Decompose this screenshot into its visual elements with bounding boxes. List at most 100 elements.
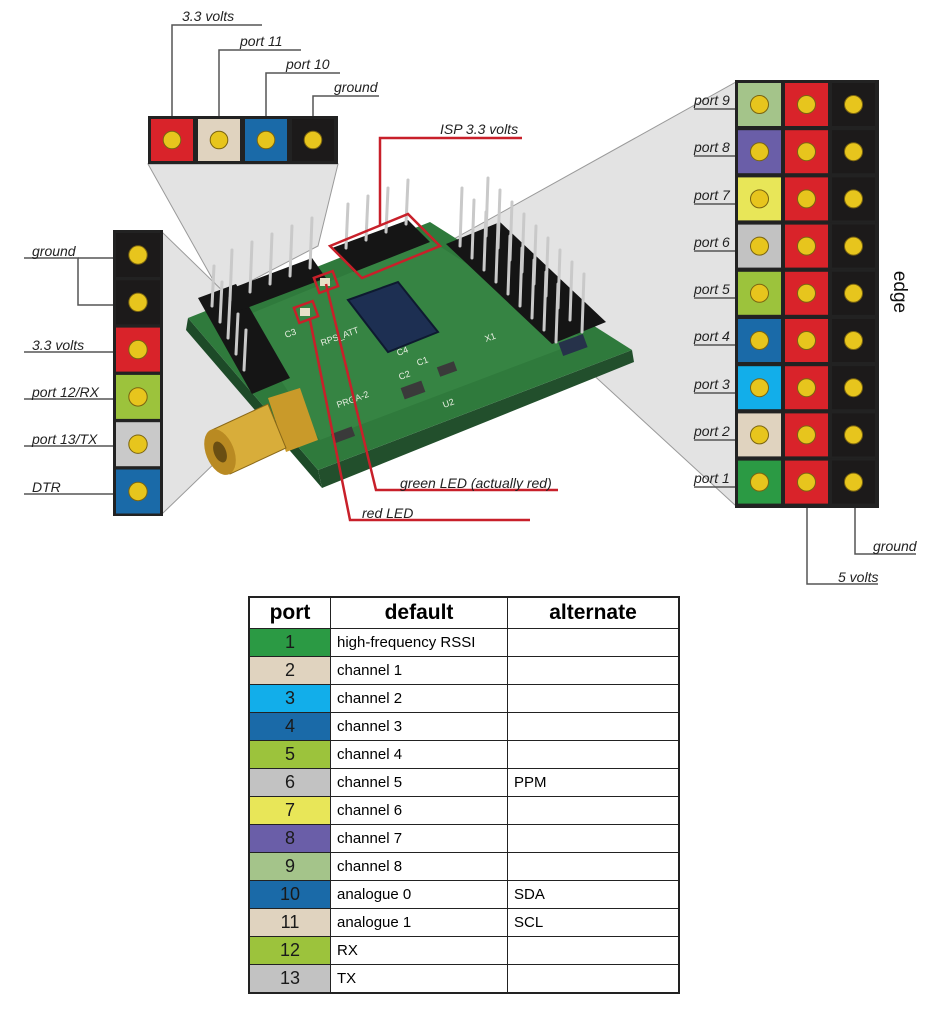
pin-dot	[750, 236, 769, 256]
alternate-function-cell	[507, 712, 680, 741]
port-number-cell: 3	[248, 684, 331, 713]
header-pin	[242, 328, 248, 372]
green-led-component	[320, 278, 330, 286]
pcb-side-front	[318, 350, 634, 488]
right-port-labels: port 9 port 8 port 7 port 6 port 5 port …	[693, 92, 731, 486]
port-number-cell: 6	[248, 768, 331, 797]
header-pin	[484, 176, 490, 238]
header-pin	[268, 232, 274, 286]
pin-dot	[844, 472, 863, 492]
right-port-pin-3	[736, 364, 783, 412]
header-pin	[470, 198, 476, 260]
header-pin	[218, 280, 224, 324]
red-callouts	[292, 136, 558, 522]
top-pin-header	[222, 258, 326, 312]
pin-dot	[128, 292, 148, 312]
isp-pin-header	[332, 220, 430, 272]
right-ground-pin	[830, 81, 877, 128]
default-function-cell: analogue 1	[330, 908, 508, 937]
pin-dot	[256, 130, 276, 150]
alternate-function-cell: PPM	[507, 768, 680, 797]
right-port-pin-7	[736, 175, 783, 223]
alternate-function-cell: SDA	[507, 880, 680, 909]
top-header-leaders	[171, 24, 379, 118]
smd-component	[400, 380, 426, 400]
left-pin-3	[114, 325, 162, 374]
left-label-port13-tx: port 13/TX	[31, 431, 98, 447]
isp-label: ISP 3.3 volts	[440, 121, 518, 137]
header-pin	[520, 212, 526, 274]
pin-dot	[844, 425, 863, 445]
leader-line	[312, 95, 379, 118]
right-port-pin-4	[736, 317, 783, 364]
top-label-3v3: 3.3 volts	[182, 8, 234, 24]
pin-dot	[797, 331, 816, 350]
pin-dot	[750, 142, 769, 162]
silkscreen-label: C1	[415, 355, 429, 368]
right-header-leaders	[694, 108, 916, 585]
silkscreen-label: C2	[397, 369, 411, 382]
pin-dot	[797, 472, 816, 492]
right-5v-pin	[783, 364, 830, 412]
port-number-cell: 1	[248, 628, 331, 657]
pin-dot	[750, 472, 769, 492]
pin-dot	[750, 283, 769, 303]
right-5v-pin	[783, 269, 830, 317]
left-pin-2	[114, 278, 162, 327]
right-5v-pin	[783, 458, 830, 506]
alternate-function-cell	[507, 628, 680, 657]
smd-component	[558, 333, 588, 357]
default-function-cell: channel 5	[330, 768, 508, 797]
alternate-function-cell: SCL	[507, 908, 680, 937]
pin-dot	[797, 189, 816, 209]
right-label-port9: port 9	[693, 92, 730, 108]
pin-dot	[844, 331, 863, 350]
top-pin-3	[243, 117, 289, 163]
antenna-connector	[204, 388, 318, 475]
port-number-cell: 11	[248, 908, 331, 937]
header-pin	[364, 194, 370, 242]
pin-dot	[750, 189, 769, 209]
top-label-port11: port 11	[239, 33, 283, 49]
right-label-port4: port 4	[693, 328, 730, 344]
top-pin-2	[196, 117, 242, 163]
pin-dot	[303, 130, 323, 150]
default-function-cell: channel 7	[330, 824, 508, 853]
pin-dot	[750, 378, 769, 398]
header-pin	[288, 224, 294, 278]
alternate-function-cell	[507, 684, 680, 713]
top-header-zoom	[148, 116, 338, 164]
leader-line	[265, 72, 340, 118]
alternate-function-cell	[507, 936, 680, 965]
right-5v-pin	[783, 81, 830, 128]
right-port-pin-2	[736, 411, 783, 459]
top-label-ground: ground	[334, 79, 379, 95]
alternate-function-cell	[507, 740, 680, 769]
header-pin	[496, 188, 502, 250]
alternate-function-cell	[507, 796, 680, 825]
alternate-function-cell	[507, 852, 680, 881]
default-function-cell: analogue 0	[330, 880, 508, 909]
header-pin	[210, 264, 216, 308]
left-pin-6	[114, 467, 162, 516]
left-pin-4	[114, 372, 162, 421]
pin-dot	[162, 130, 182, 150]
header-pin	[404, 178, 410, 226]
right-header-zoom	[735, 80, 879, 508]
pin-dot	[797, 283, 816, 303]
leader-line	[806, 508, 878, 585]
pin-dot	[797, 95, 816, 114]
right-ground-pin	[830, 317, 877, 364]
pin-dot	[844, 142, 863, 162]
pin-dot	[128, 481, 148, 502]
left-pin-1	[114, 231, 162, 279]
right-port-pin-9	[736, 81, 783, 128]
top-pin-4	[290, 117, 336, 163]
